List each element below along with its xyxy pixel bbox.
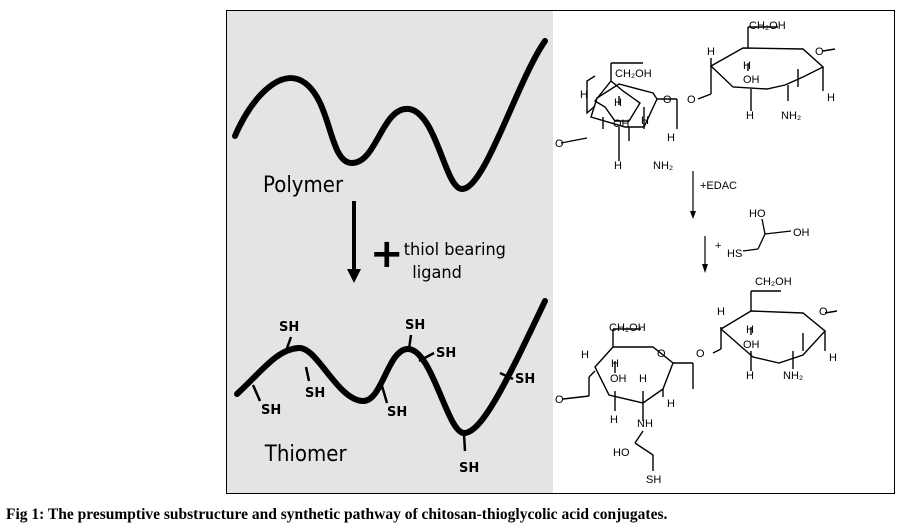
- ho-label: HO: [613, 447, 630, 459]
- reaction-arrow-head: [347, 269, 361, 283]
- oh-label: OH: [743, 339, 760, 351]
- o-label: O: [687, 94, 696, 106]
- h-label: H: [707, 46, 715, 58]
- figure-frame: Polymer + thiol bearing ligand SH SH SH …: [226, 10, 895, 494]
- plus-sign: +: [370, 231, 404, 277]
- h-label: H: [717, 306, 725, 318]
- sh-group: SH: [305, 386, 325, 401]
- sh-group: SH: [279, 320, 299, 335]
- oh-label: OH: [793, 227, 810, 239]
- ch2oh-label: CH₂OH: [755, 276, 792, 288]
- oh-label: OH: [743, 74, 760, 86]
- o-label: O: [657, 348, 666, 360]
- o-label: O: [555, 138, 564, 150]
- product-bonds: [562, 290, 838, 471]
- h-label: H: [611, 358, 619, 370]
- sh-group: SH: [261, 403, 281, 418]
- h-label: H: [610, 414, 618, 426]
- sh-group: SH: [405, 318, 425, 333]
- hs-label: HS: [727, 248, 742, 260]
- ho-label: HO: [749, 208, 766, 220]
- thioglycolic-arrow-head: [702, 264, 708, 273]
- figure-caption: Fig 1: The presumptive substructure and …: [6, 506, 668, 523]
- thiol-ligand-label-line1: thiol bearing: [404, 240, 506, 259]
- thiomer-label: Thiomer: [264, 441, 347, 466]
- nh2-label: NH₂: [783, 370, 803, 382]
- reagent-bonds: [742, 218, 792, 252]
- sh-group: SH: [459, 461, 479, 476]
- h-label: H: [743, 60, 751, 72]
- h-label: H: [746, 324, 754, 336]
- h-label: H: [641, 115, 649, 127]
- thiomer-chain: [234, 298, 548, 437]
- ch2oh-label: CH₂OH: [609, 322, 646, 334]
- nh-label: NH: [637, 418, 653, 430]
- sh-bond: [251, 384, 262, 402]
- o-label: O: [815, 46, 824, 58]
- thiomer-cartoon-panel: Polymer + thiol bearing ligand SH SH SH …: [227, 11, 553, 493]
- sh-group: SH: [515, 372, 535, 387]
- oh-label: OH: [610, 373, 627, 385]
- edac-arrow-head: [690, 211, 696, 219]
- h-label: H: [827, 92, 835, 104]
- reagent-plus: +: [715, 240, 721, 252]
- chemical-scheme-panel: CH₂OH H O H OH H O H H NH₂ O CH₂OH H O H…: [553, 11, 894, 493]
- polymer-label: Polymer: [263, 172, 343, 197]
- sh-bond: [284, 336, 293, 352]
- reactant-bonds: [560, 26, 836, 161]
- ch2oh-label: CH₂OH: [749, 20, 786, 32]
- h-label: H: [639, 373, 647, 385]
- sh-group: SH: [436, 346, 456, 361]
- ch2oh-label: CH₂OH: [615, 68, 652, 80]
- h-label: H: [581, 349, 589, 361]
- sh-bond: [499, 371, 514, 381]
- h-label: H: [580, 89, 588, 101]
- nh2-label: NH₂: [653, 160, 673, 172]
- h-label: H: [614, 97, 622, 109]
- sh-bond: [407, 334, 413, 350]
- sh-group: SH: [387, 405, 407, 420]
- h-label: H: [829, 352, 837, 364]
- nh2-label: NH₂: [781, 110, 801, 122]
- o-label: O: [696, 348, 705, 360]
- o-label: O: [819, 306, 828, 318]
- oh-label: OH: [613, 118, 630, 130]
- sh-bond: [418, 351, 435, 363]
- h-label: H: [746, 110, 754, 122]
- sh-bond: [462, 433, 467, 452]
- thiomer-cartoon: Polymer + thiol bearing ligand SH SH SH …: [232, 38, 548, 476]
- sh-label: SH: [646, 474, 661, 486]
- chemical-scheme: CH₂OH H O H OH H O H H NH₂ O CH₂OH H O H…: [555, 20, 838, 486]
- h-label: H: [746, 370, 754, 382]
- h-label: H: [667, 132, 675, 144]
- o-label: O: [663, 94, 672, 106]
- h-label: H: [667, 398, 675, 410]
- edac-label: +EDAC: [700, 180, 737, 192]
- thiol-ligand-label-line2: ligand: [412, 263, 462, 282]
- h-label: H: [614, 160, 622, 172]
- polymer-chain: [232, 38, 548, 193]
- sh-bond: [380, 385, 389, 404]
- sh-bond: [304, 366, 311, 382]
- o-label: O: [555, 394, 564, 406]
